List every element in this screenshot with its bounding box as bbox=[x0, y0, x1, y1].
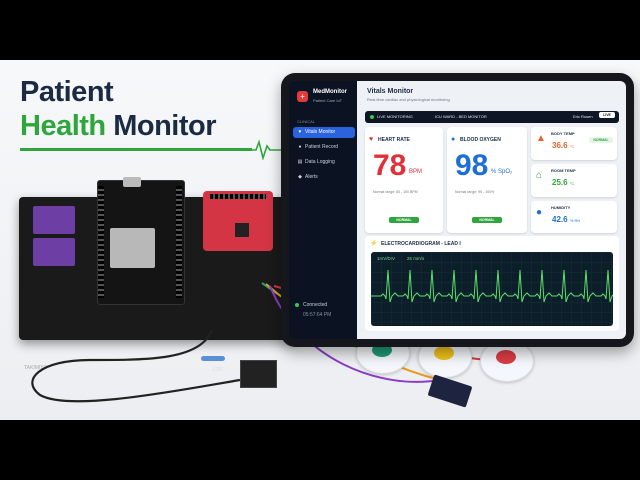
board-label: TAKIMIYO bbox=[24, 365, 48, 371]
app-sidebar: + MedMonitor Patient Care IoT CLINICAL ♥… bbox=[289, 81, 357, 339]
blood-oxygen-value: 98 bbox=[455, 149, 489, 182]
ecg-card: ⚡ ELECTROCARDIOGRAM - LEAD I 1mV/DIV 25 … bbox=[365, 236, 619, 331]
oximeter-pins bbox=[210, 194, 266, 199]
droplet-icon: ● bbox=[451, 136, 456, 143]
thermometer-icon: ▲ bbox=[536, 133, 546, 144]
user-icon: ● bbox=[298, 144, 302, 150]
ecg-snap-yellow bbox=[434, 346, 454, 360]
temp-sensor-module-2 bbox=[33, 238, 75, 266]
document-icon: ▤ bbox=[297, 159, 303, 165]
nav-section-label: CLINICAL bbox=[297, 119, 316, 124]
humidity-title: HUMIDITY bbox=[551, 205, 571, 210]
humidity-card: ● HUMIDITY 42.6 % RH bbox=[531, 201, 617, 233]
ecg-snap-red bbox=[496, 350, 516, 364]
page-title: Vitals Monitor bbox=[367, 88, 414, 95]
page-subtitle: Real-time cardiac and physiological moni… bbox=[367, 97, 450, 102]
letterbox-bottom bbox=[0, 420, 640, 480]
body-temp-status: NORMAL bbox=[589, 137, 613, 143]
connection-time: 05:57:64 PM bbox=[303, 312, 332, 318]
blood-oxygen-unit: % SpO₂ bbox=[491, 169, 513, 175]
room-temp-reading: 25.6 °C bbox=[552, 178, 574, 187]
bell-icon: ◆ bbox=[298, 174, 302, 180]
connection-status-dot bbox=[295, 303, 299, 307]
live-dot-icon bbox=[370, 115, 374, 119]
nav-label: Alerts bbox=[305, 174, 318, 180]
user-name[interactable]: Eric Rosen bbox=[573, 114, 593, 119]
esp32-pins-left bbox=[98, 186, 104, 298]
vitals-main-panel: Vitals Monitor Real-time cardiac and phy… bbox=[357, 81, 626, 339]
tablet-screen: + MedMonitor Patient Care IoT CLINICAL ♥… bbox=[289, 81, 626, 339]
body-temp-title: BODY TEMP bbox=[551, 131, 575, 136]
nav-item-patient-record[interactable]: ●Patient Record bbox=[293, 142, 355, 153]
letterbox-top bbox=[0, 0, 640, 60]
heartbeat-line-icon bbox=[244, 139, 284, 160]
monitor-status-bar: LIVE MONITORING ICU WARD - BED MONITOR E… bbox=[365, 111, 619, 123]
esp32-wifi-module bbox=[110, 228, 155, 268]
blood-oxygen-status: NORMAL bbox=[472, 217, 502, 223]
home-icon: ⌂ bbox=[536, 170, 543, 181]
pulse-oximeter-module bbox=[203, 191, 273, 251]
droplet-icon: ● bbox=[536, 207, 543, 218]
sensor-connector-module bbox=[240, 360, 277, 388]
brand-name: MedMonitor bbox=[313, 89, 347, 95]
brand-subtitle: Patient Care IoT bbox=[313, 98, 343, 103]
esp32-pins-right bbox=[176, 186, 182, 298]
nav-label: Patient Record bbox=[305, 144, 339, 150]
body-temp-reading: 36.6 °C bbox=[552, 141, 574, 150]
supply-label: 3.3V bbox=[212, 367, 223, 373]
usb-c-port bbox=[123, 177, 141, 187]
temp-sensor-module-1 bbox=[33, 206, 75, 234]
heart-rate-range: Normal range: 60 - 100 BPM bbox=[373, 190, 418, 194]
room-temp-unit: °C bbox=[569, 181, 575, 186]
oximeter-chip bbox=[235, 223, 249, 237]
live-badge: LIVE bbox=[599, 112, 615, 118]
heart-icon: ♥ bbox=[298, 129, 302, 135]
nav-label: Data Logging bbox=[305, 159, 335, 165]
headline-underline bbox=[20, 148, 252, 151]
connection-status: Connected bbox=[303, 302, 328, 308]
body-temp-value: 36.6 bbox=[552, 141, 568, 150]
live-monitoring-label: LIVE MONITORING bbox=[377, 114, 413, 119]
ecg-waveform bbox=[371, 252, 613, 326]
thumbnail-stage: Patient Health Monitor TAKIMIYO 3.3V + M… bbox=[0, 60, 640, 420]
heart-rate-status: NORMAL bbox=[389, 217, 419, 223]
tablet-device: + MedMonitor Patient Care IoT CLINICAL ♥… bbox=[281, 73, 634, 347]
heart-icon: ♥ bbox=[369, 136, 374, 143]
heart-rate-title: HEART RATE bbox=[378, 137, 410, 143]
ecg-trace bbox=[371, 269, 613, 303]
ecg-title: ELECTROCARDIOGRAM - LEAD I bbox=[381, 241, 461, 247]
heart-rate-value: 78 bbox=[373, 149, 407, 182]
ecg-grid bbox=[371, 252, 613, 326]
blood-oxygen-range: Normal range: 95 - 100% bbox=[455, 190, 495, 194]
room-temp-value: 25.6 bbox=[552, 178, 568, 187]
headline-line1: Patient bbox=[20, 76, 114, 108]
nav-label: Vitals Monitor bbox=[305, 129, 336, 135]
resistor bbox=[201, 356, 225, 361]
nav-item-alerts[interactable]: ◆Alerts bbox=[293, 172, 355, 183]
room-temp-title: ROOM TEMP bbox=[551, 168, 576, 173]
blood-oxygen-title: BLOOD OXYGEN bbox=[460, 137, 501, 143]
nav-item-vitals-monitor[interactable]: ♥Vitals Monitor bbox=[293, 127, 355, 138]
heart-rate-unit: BPM bbox=[409, 169, 423, 175]
room-temp-card: ⌂ ROOM TEMP 25.6 °C bbox=[531, 164, 617, 197]
blood-oxygen-card: ● BLOOD OXYGEN 98 % SpO₂ Normal range: 9… bbox=[447, 127, 527, 233]
heart-rate-card: ♥ HEART RATE 78 BPM Normal range: 60 - 1… bbox=[365, 127, 443, 233]
ecg-waveform-panel: 1mV/DIV 25 mm/s bbox=[371, 252, 613, 326]
humidity-unit: % RH bbox=[569, 218, 581, 223]
ward-label: ICU WARD - BED MONITOR bbox=[435, 114, 487, 119]
nav-item-data-logging[interactable]: ▤Data Logging bbox=[293, 157, 355, 168]
brand-logo-icon: + bbox=[297, 91, 308, 102]
body-temp-card: ▲ BODY TEMP 36.6 °C NORMAL bbox=[531, 127, 617, 160]
headline-line2: Health Monitor bbox=[20, 110, 217, 143]
body-temp-unit: °C bbox=[569, 144, 575, 149]
headline-health: Health bbox=[20, 110, 106, 142]
headline-monitor: Monitor bbox=[113, 110, 217, 142]
humidity-reading: 42.6 % RH bbox=[552, 215, 580, 224]
pulse-icon: ⚡ bbox=[370, 241, 378, 247]
humidity-value: 42.6 bbox=[552, 215, 568, 224]
